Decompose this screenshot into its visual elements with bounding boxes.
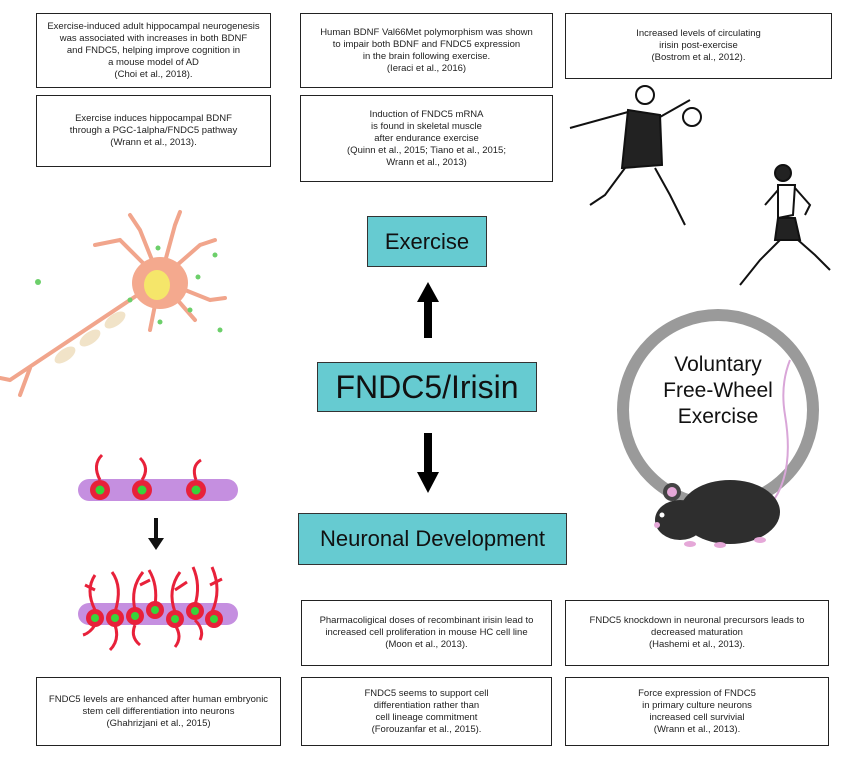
text-line: Pharmacoligical doses of recombinant iri…: [319, 615, 534, 626]
neuronal-development-box: Neuronal Development: [298, 513, 567, 565]
citation: (Wrann et al., 2013).: [653, 723, 741, 735]
text-line: to impair both BDNF and FNDC5 expression: [332, 38, 521, 50]
neuron-illustration: [0, 210, 227, 397]
citation: (Quinn et al., 2015; Tiano et al., 2015;: [347, 144, 506, 156]
wheel-label-line: Free-Wheel: [663, 379, 773, 402]
fndc5-irisin-label: FNDC5/Irisin: [335, 368, 519, 405]
citation: (Wrann et al., 2013).: [110, 137, 197, 148]
text-line: FNDC5 seems to support cell: [364, 687, 489, 699]
arrow-up-icon: [417, 282, 439, 338]
text-line: is found in skeletal muscle: [371, 120, 482, 132]
wheel-label-line: Exercise: [677, 405, 759, 428]
text-line: and FNDC5, helping improve cognition in: [66, 44, 241, 56]
text-line: was associated with increases in both BD…: [59, 32, 248, 44]
text-line: cell lineage commitment: [375, 711, 478, 723]
text-line: Exercise-induced adult hippocampal neuro…: [47, 20, 260, 32]
citation: (Moon et al., 2013).: [385, 639, 468, 650]
text-line: Induction of FNDC5 mRNA: [369, 108, 484, 120]
mouse-illustration: [654, 359, 791, 548]
citation: Wrann et al., 2013): [386, 156, 467, 168]
finding-box-hashemi: FNDC5 knockdown in neuronal precursors l…: [565, 600, 829, 666]
finding-box-ghahrizjani: FNDC5 levels are enhanced after human em…: [36, 677, 281, 746]
fndc5-irisin-box: FNDC5/Irisin: [317, 362, 537, 412]
text-line: in primary culture neurons: [642, 699, 752, 711]
wheel-label: Voluntary Free-Wheel Exercise: [648, 352, 788, 430]
finding-box-moon: Pharmacoligical doses of recombinant iri…: [301, 600, 552, 666]
citation: (Hashemi et al., 2013).: [648, 639, 746, 650]
runner-illustration: [739, 164, 831, 286]
citation: (Choi et al., 2018).: [114, 68, 193, 80]
citation: (Bostrom et al., 2012).: [651, 52, 746, 63]
cell-differentiation-illustration: [78, 453, 238, 652]
neuronal-development-label: Neuronal Development: [319, 526, 546, 551]
text-line: irisin post-exercise: [659, 40, 738, 51]
text-line: Increased levels of circulating: [636, 28, 761, 39]
citation: (Ieraci et al., 2016): [386, 62, 467, 74]
text-line: decreased maturation: [651, 627, 743, 638]
exercise-label: Exercise: [384, 228, 470, 254]
text-line: FNDC5 levels are enhanced after human em…: [48, 693, 269, 705]
text-line: differentiation rather than: [373, 699, 480, 711]
text-line: increased cell proliferation in mouse HC…: [325, 627, 528, 638]
text-line: FNDC5 knockdown in neuronal precursors l…: [589, 615, 805, 626]
soccer-player-illustration: [569, 85, 702, 226]
arrow-down-icon: [417, 433, 439, 493]
citation: (Forouzanfar et al., 2015).: [371, 723, 482, 735]
text-line: after endurance exercise: [374, 132, 479, 144]
text-line: Exercise induces hippocampal BDNF: [75, 113, 232, 124]
wheel-label-line: Voluntary: [674, 353, 762, 376]
text-line: Human BDNF Val66Met polymorphism was sho…: [320, 26, 533, 38]
text-line: a mouse model of AD: [108, 56, 199, 68]
exercise-box: Exercise: [367, 216, 487, 267]
text-line: increased cell survivial: [649, 711, 745, 723]
text-line: Force expression of FNDC5: [638, 687, 756, 699]
finding-box-choi: Exercise-induced adult hippocampal neuro…: [36, 13, 271, 88]
text-line: in the brain following exercise.: [362, 50, 491, 62]
finding-box-ieraci: Human BDNF Val66Met polymorphism was sho…: [300, 13, 553, 88]
citation: (Ghahrizjani et al., 2015): [106, 717, 211, 729]
text-line: through a PGC-1alpha/FNDC5 pathway: [69, 125, 238, 136]
text-line: stem cell differentiation into neurons: [82, 705, 235, 717]
